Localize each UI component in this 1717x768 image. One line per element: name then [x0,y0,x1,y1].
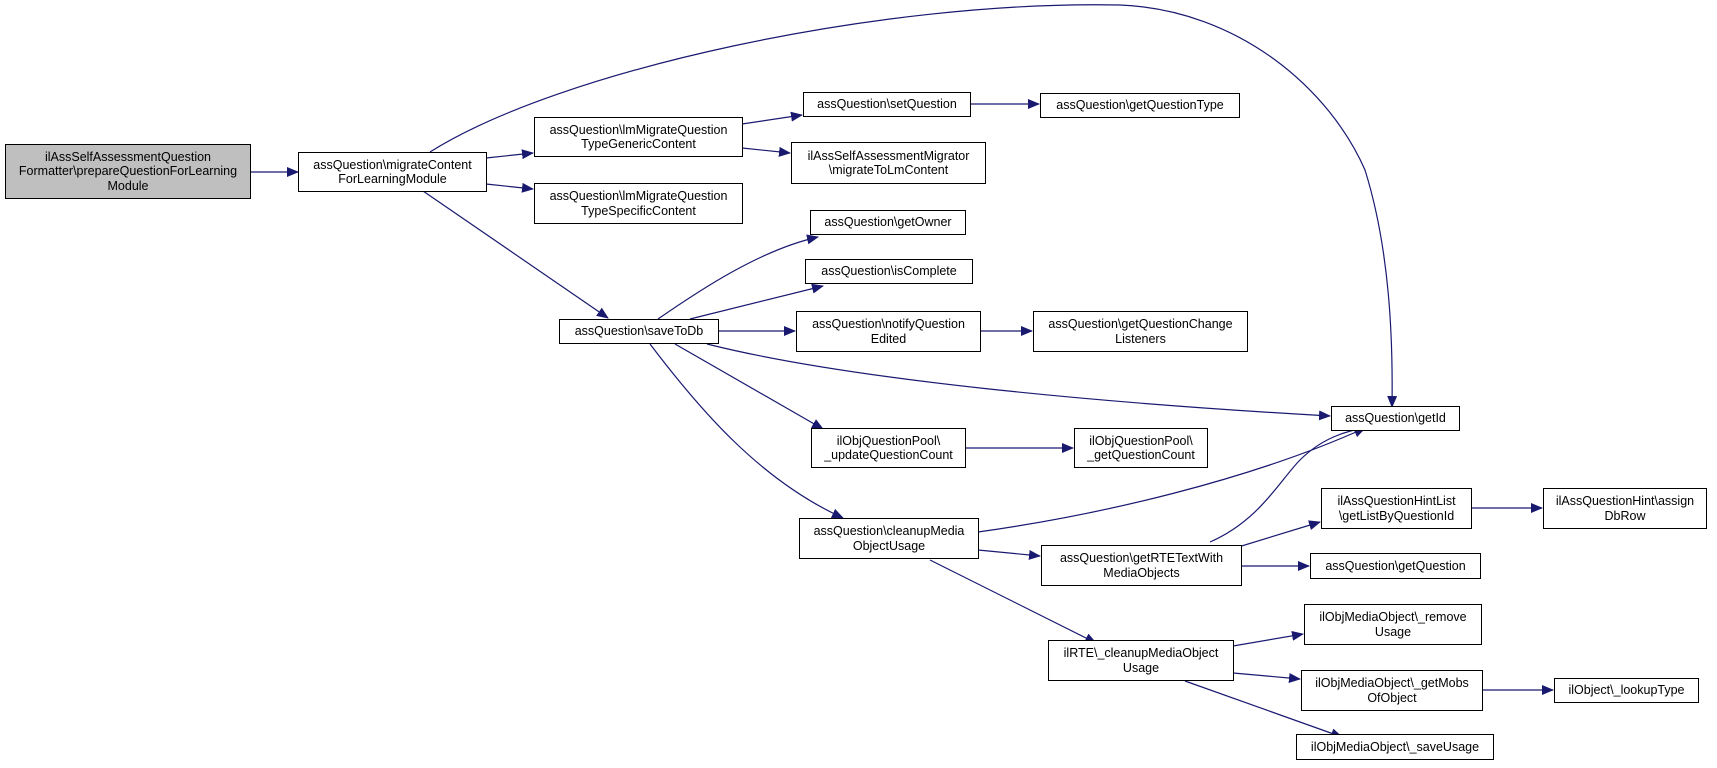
node-hint-list-line-2: \getListByQuestionId [1338,508,1455,523]
node-remove-usage-line-2: Usage [1374,624,1412,639]
node-save-to-db-line-1: assQuestion\saveToDb [574,324,704,339]
node-notify-edited-line-1: assQuestion\notifyQuestion [812,317,965,331]
node-migrate-content[interactable]: assQuestion\migrateContent ForLearningMo… [298,152,487,192]
node-get-question-type[interactable]: assQuestion\getQuestionType [1040,93,1240,118]
node-change-listeners[interactable]: assQuestion\getQuestionChange Listeners [1033,311,1248,352]
edge-migrateContent-saveToDb [422,190,609,319]
node-notify-edited-line-2: Edited [870,331,907,346]
node-lm-specific-line-1: assQuestion\lmMigrateQuestion [549,189,728,203]
node-root: ilAssSelfAssessmentQuestion Formatter\pr… [5,144,251,199]
node-notify-edited[interactable]: assQuestion\notifyQuestion Edited [796,311,981,352]
node-migrate-content-line-1: assQuestion\migrateContent [313,157,472,172]
node-cleanup-media-line-1: assQuestion\cleanupMedia [813,524,965,538]
node-lookup-type[interactable]: ilObject\_lookupType [1554,678,1699,703]
node-remove-usage[interactable]: ilObjMediaObject\_remove Usage [1304,604,1482,645]
node-set-question-line-1: assQuestion\setQuestion [817,97,957,112]
node-migrator-line-2: \migrateToLmContent [828,163,949,177]
node-change-listeners-line-1: assQuestion\getQuestionChange [1048,317,1233,331]
node-assign-db-row-line-2: DbRow [1604,508,1646,523]
edge-lmGeneric-setQuestion [741,111,803,125]
node-root-line-2: Formatter\prepareQuestionForLearning [18,164,238,179]
node-get-owner[interactable]: assQuestion\getOwner [810,210,966,235]
node-root-line-1: ilAssSelfAssessmentQuestion [44,149,212,164]
node-assign-db-row-line-1: ilAssQuestionHint\assign [1555,494,1695,508]
edge-saveToDb-updateCount [674,343,824,430]
node-root-line-3: Module [107,178,149,193]
node-cleanup-media[interactable]: assQuestion\cleanupMedia ObjectUsage [799,518,979,559]
node-rte-text-line-2: MediaObjects [1103,565,1180,580]
node-get-count[interactable]: ilObjQuestionPool\ _getQuestionCount [1074,428,1208,468]
node-update-count-line-2: _updateQuestionCount [824,448,953,462]
node-lm-specific[interactable]: assQuestion\lmMigrateQuestion TypeSpecif… [534,183,743,224]
node-get-owner-line-1: assQuestion\getOwner [824,215,952,230]
edge-migrateContent-getId [429,4,1398,408]
node-rte-text-line-1: assQuestion\getRTETextWith [1059,551,1224,565]
node-lookup-type-line-1: ilObject\_lookupType [1568,683,1685,698]
node-lm-generic-line-1: assQuestion\lmMigrateQuestion [549,122,728,137]
node-get-count-line-1: ilObjQuestionPool\ [1089,433,1193,448]
node-get-question-line-1: assQuestion\getQuestion [1325,558,1466,573]
edge-rteCleanup-saveUsage [1184,680,1343,739]
edge-cleanupMedia-rteText [977,549,1041,560]
node-get-id-line-1: assQuestion\getId [1345,411,1446,426]
node-get-mobs-line-1: ilObjMediaObject\_getMobs [1315,676,1469,690]
edge-saveToDb-getOwner [657,234,819,320]
edge-lmGeneric-migrator [741,146,791,157]
node-get-count-line-2: _getQuestionCount [1087,448,1195,462]
edge-rteCleanup-getMobs [1232,672,1301,683]
edge-saveToDb-isComplete [689,283,824,320]
node-lm-generic[interactable]: assQuestion\lmMigrateQuestion TypeGeneri… [534,117,743,157]
node-remove-usage-line-1: ilObjMediaObject\_remove [1319,610,1467,624]
node-get-mobs[interactable]: ilObjMediaObject\_getMobs OfObject [1301,670,1483,711]
node-rte-cleanup-line-1: ilRTE\_cleanupMediaObject [1063,646,1219,660]
edge-cleanupMedia-getId [977,427,1366,533]
node-is-complete-line-1: assQuestion\isComplete [821,264,957,279]
node-save-to-db[interactable]: assQuestion\saveToDb [559,319,719,344]
node-get-question[interactable]: assQuestion\getQuestion [1310,553,1481,579]
node-migrator-line-1: ilAssSelfAssessmentMigrator [807,148,970,163]
node-update-count-line-1: ilObjQuestionPool\ [836,433,941,448]
node-migrator[interactable]: ilAssSelfAssessmentMigrator \migrateToLm… [791,142,986,184]
node-rte-text[interactable]: assQuestion\getRTETextWith MediaObjects [1041,545,1242,586]
node-rte-cleanup[interactable]: ilRTE\_cleanupMediaObject Usage [1048,640,1234,681]
node-migrate-content-line-2: ForLearningModule [338,172,447,186]
edge-rteText-hintList [1234,520,1321,549]
node-is-complete[interactable]: assQuestion\isComplete [805,259,973,284]
node-hint-list[interactable]: ilAssQuestionHintList \getListByQuestion… [1321,488,1472,529]
node-lm-generic-line-2: TypeGenericContent [581,137,696,151]
node-get-mobs-line-2: OfObject [1367,690,1417,705]
node-rte-cleanup-line-2: Usage [1122,660,1160,675]
edge-cleanupMedia-rteCleanup [929,559,1097,644]
node-update-count[interactable]: ilObjQuestionPool\ _updateQuestionCount [811,428,966,468]
node-set-question[interactable]: assQuestion\setQuestion [803,92,971,117]
edge-migrateContent-lmGeneric [485,149,534,160]
edge-migrateContent-lmSpecific [485,182,534,193]
edge-saveToDb-getId [706,343,1331,421]
node-save-usage[interactable]: ilObjMediaObject\_saveUsage [1296,734,1494,760]
edge-rteText-getId [1209,423,1369,543]
node-get-id[interactable]: assQuestion\getId [1331,406,1460,431]
edge-saveToDb-cleanupMedia [649,343,844,519]
node-cleanup-media-line-2: ObjectUsage [852,538,926,553]
node-change-listeners-line-2: Listeners [1115,331,1166,346]
node-save-usage-line-1: ilObjMediaObject\_saveUsage [1310,739,1480,754]
edge-rteCleanup-removeUsage [1232,630,1304,647]
node-lm-specific-line-2: TypeSpecificContent [581,203,696,218]
node-assign-db-row[interactable]: ilAssQuestionHint\assign DbRow [1543,488,1707,529]
node-get-question-type-line-1: assQuestion\getQuestionType [1056,98,1224,113]
node-hint-list-line-1: ilAssQuestionHintList [1337,494,1456,508]
